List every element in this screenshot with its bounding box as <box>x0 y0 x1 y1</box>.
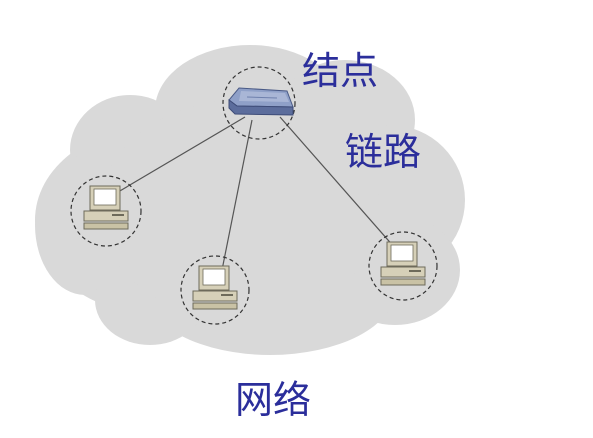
link-label: 链路 <box>345 130 422 174</box>
router-icon <box>228 87 294 116</box>
computer-icon <box>192 265 238 310</box>
node-label: 结点 <box>302 49 379 93</box>
link-line <box>221 119 253 271</box>
node-circle-router <box>222 66 296 140</box>
node-circle-bottom <box>180 255 250 325</box>
link-line <box>279 116 396 249</box>
computer-icon <box>380 241 426 286</box>
computer-icon <box>83 185 129 230</box>
node-circles <box>70 66 438 325</box>
link-line <box>112 116 246 196</box>
network-label: 网络 <box>235 378 312 422</box>
links <box>112 116 396 271</box>
node-circle-right <box>368 231 438 301</box>
node-circle-left <box>70 175 142 247</box>
